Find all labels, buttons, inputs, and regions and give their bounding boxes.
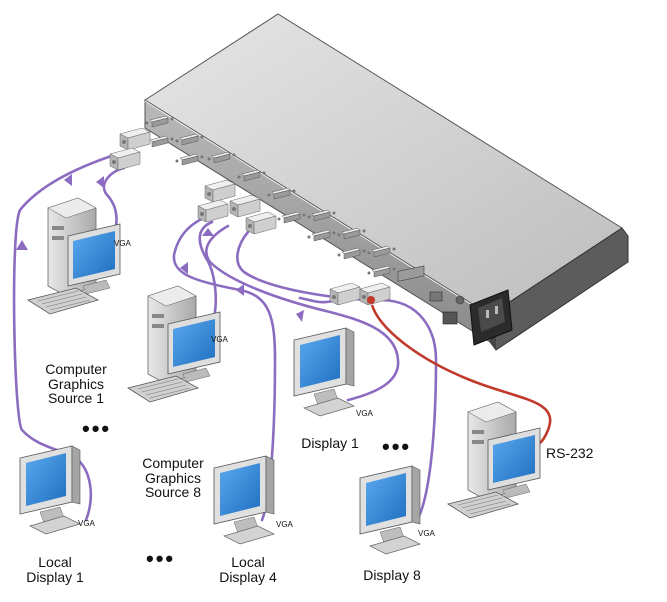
label-source-1-line1: Computer (45, 361, 107, 377)
label-source-1-line3: Source 1 (47, 390, 105, 407)
rs232-cable (370, 304, 552, 448)
label-display-1: Display 1 (301, 435, 359, 451)
label-vga-local-display-4: VGA (276, 520, 293, 529)
vga-arrows (16, 174, 304, 322)
label-local-display-1-line2: Display 1 (26, 568, 84, 585)
local-display-4-icon (213, 455, 275, 545)
computer-graphics-source-1-icon (27, 197, 121, 315)
ellipsis-displays: ••• (382, 434, 412, 459)
matrix-switcher-icon (144, 13, 629, 351)
label-local-display-4-line2: Display 4 (219, 568, 277, 585)
label-vga-source-8: VGA (211, 335, 228, 344)
label-vga-source-1: VGA (114, 239, 131, 248)
label-vga-display-1: VGA (356, 409, 373, 418)
label-local-display-4-line1: Local (231, 554, 265, 570)
label-local-display-1: Local Display 1 (20, 555, 90, 584)
label-vga-display-8: VGA (418, 529, 435, 538)
display-1-icon (293, 327, 355, 417)
label-display-8: Display 8 (363, 567, 421, 583)
label-rs232: RS-232 (546, 445, 594, 461)
display-8-icon (359, 465, 421, 555)
label-vga-local-display-1: VGA (78, 519, 95, 528)
vga-cables (12, 148, 438, 524)
device-ports (145, 115, 465, 325)
label-local-display-1-line1: Local (38, 554, 72, 570)
label-source-8-line1: Computer (142, 455, 204, 471)
ellipsis-local-displays: ••• (146, 546, 176, 571)
computer-graphics-source-8-icon (127, 285, 221, 403)
rs232-connector-icon (359, 282, 391, 306)
ellipsis-sources: ••• (82, 416, 112, 441)
label-source-1: Computer Graphics Source 1 (36, 362, 116, 406)
label-local-display-4: Local Display 4 (208, 555, 288, 584)
label-source-8: Computer Graphics Source 8 (128, 456, 218, 500)
control-pc-icon (447, 401, 541, 519)
label-source-8-line2: Graphics (144, 469, 202, 486)
power-socket-icon (469, 289, 513, 346)
label-source-1-line2: Graphics (47, 375, 105, 392)
label-source-8-line3: Source 8 (144, 484, 202, 501)
local-display-1-icon (19, 445, 81, 535)
